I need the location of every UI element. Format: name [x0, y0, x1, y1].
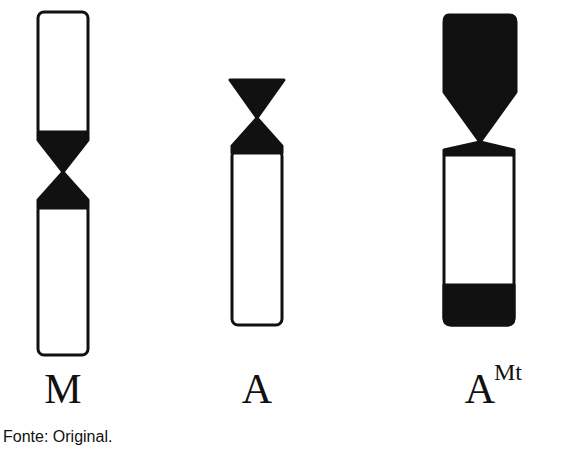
chromosome-label: A [242, 368, 272, 410]
figure-caption: Fonte: Original. [3, 429, 112, 445]
metacentric-chromosome [38, 12, 88, 355]
superscript-label: Mt [494, 360, 522, 384]
chromosome-label: A [465, 368, 495, 410]
chromosome-label: M [44, 368, 81, 410]
acrocentric-chromosome [230, 80, 284, 325]
marked-acrocentric-chromosome [444, 15, 516, 325]
